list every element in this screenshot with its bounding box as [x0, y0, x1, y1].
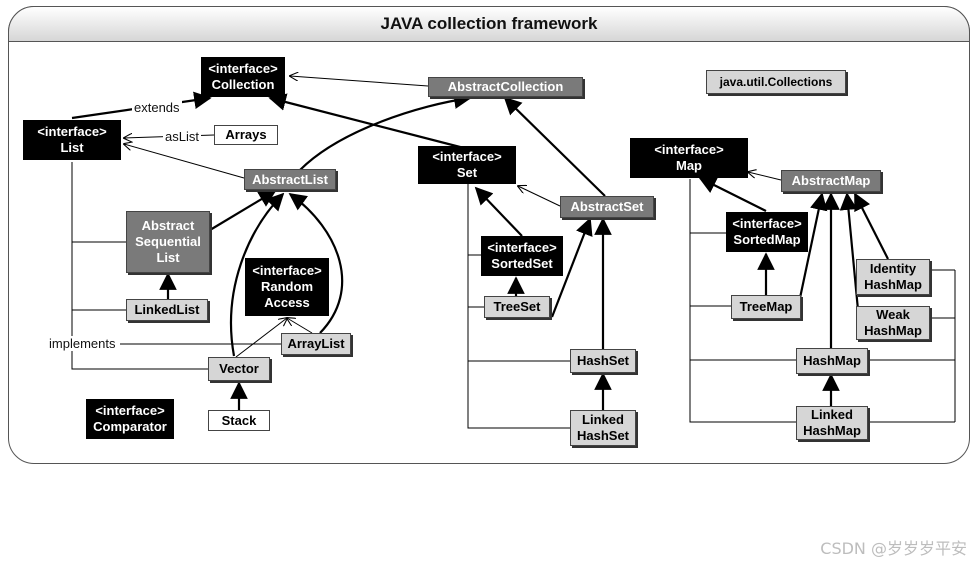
edge-abstractmap-map	[748, 172, 782, 181]
node-map-interface[interactable]: <interface> Map	[630, 138, 748, 178]
edge-arraylist-randomaccess	[287, 318, 313, 334]
node-name: LinkedList	[134, 302, 200, 317]
node-name: Sequential	[135, 234, 201, 249]
title-bar: JAVA collection framework	[8, 6, 970, 42]
node-name: List	[60, 140, 84, 155]
interface-stereotype: <interface>	[654, 142, 724, 157]
edge-treemap-abstractmap	[798, 192, 828, 299]
node-abstract-collection[interactable]: AbstractCollection	[428, 77, 583, 97]
edge-set-collection	[268, 93, 465, 150]
interface-stereotype: <interface>	[208, 61, 278, 76]
node-name: Map	[676, 158, 702, 173]
node-name: HashMap	[864, 277, 922, 292]
extends-label: extends	[132, 100, 182, 115]
node-name: SortedSet	[491, 256, 553, 271]
node-name: Access	[264, 295, 310, 310]
node-name: Random	[261, 279, 313, 294]
node-hash-map[interactable]: HashMap	[796, 348, 868, 374]
node-name: Set	[456, 165, 478, 180]
edge-vector-abstractlist	[229, 192, 285, 357]
node-linked-hash-map[interactable]: Linked HashMap	[796, 406, 868, 440]
edge-abstractset-abstractcollection	[503, 96, 606, 197]
node-name: AbstractMap	[791, 173, 871, 188]
node-tree-set[interactable]: TreeSet	[484, 296, 550, 318]
node-name: AbstractCollection	[447, 79, 564, 94]
implements-label: implements	[47, 336, 118, 351]
node-linked-list[interactable]: LinkedList	[126, 299, 208, 321]
node-name: Abstract	[141, 218, 195, 233]
node-name: AbstractList	[252, 171, 328, 187]
node-hash-set[interactable]: HashSet	[570, 349, 636, 373]
node-vector[interactable]: Vector	[208, 357, 270, 381]
diagram-title: JAVA collection framework	[380, 14, 598, 33]
node-sorted-set-interface[interactable]: <interface> SortedSet	[481, 236, 563, 276]
node-comparator-interface[interactable]: <interface> Comparator	[86, 399, 174, 439]
watermark: CSDN @岁岁岁平安	[820, 539, 967, 558]
node-name: HashSet	[576, 428, 630, 443]
node-name: AbstractSet	[570, 199, 644, 214]
node-name: Linked	[582, 412, 624, 427]
node-tree-map[interactable]: TreeMap	[731, 295, 801, 319]
node-name: TreeSet	[493, 299, 541, 314]
node-name: HashSet	[576, 353, 630, 368]
node-arrays[interactable]: Arrays	[214, 125, 278, 145]
node-sorted-map-interface[interactable]: <interface> SortedMap	[726, 212, 808, 252]
node-abstract-map[interactable]: AbstractMap	[781, 170, 881, 192]
node-name: HashMap	[803, 423, 861, 438]
edge-treeset-abstractset	[550, 217, 593, 318]
interface-stereotype: <interface>	[37, 124, 107, 139]
node-name: HashMap	[803, 353, 861, 368]
interface-stereotype: <interface>	[732, 216, 802, 231]
node-abstract-set[interactable]: AbstractSet	[560, 196, 654, 218]
node-name: HashMap	[864, 323, 922, 338]
edge-abstractset-set	[518, 186, 561, 207]
interface-stereotype: <interface>	[432, 149, 502, 164]
node-abstract-list[interactable]: AbstractList	[244, 169, 336, 190]
node-name: Comparator	[93, 419, 167, 434]
node-linked-hash-set[interactable]: Linked HashSet	[570, 410, 636, 446]
aslist-label: asList	[163, 129, 201, 144]
node-name: Collection	[211, 77, 275, 92]
node-java-util-collections[interactable]: java.util.Collections	[706, 70, 846, 94]
node-set-interface[interactable]: <interface> Set	[418, 146, 516, 184]
edge-sortedset-set	[474, 186, 523, 237]
edge-vector-randomaccess	[235, 318, 287, 358]
edge-sortedmap-map	[698, 177, 767, 212]
node-random-access-interface[interactable]: <interface> Random Access	[245, 258, 329, 316]
node-name: TreeMap	[739, 299, 793, 314]
node-array-list[interactable]: ArrayList	[281, 333, 351, 355]
node-list-interface[interactable]: <interface> List	[23, 120, 121, 160]
edge-identity-abstractmap	[854, 192, 889, 260]
interface-stereotype: <interface>	[487, 240, 557, 255]
node-identity-hash-map[interactable]: Identity HashMap	[856, 259, 930, 295]
edge-abstractlist-abstractcollection	[299, 91, 472, 171]
node-name: java.util.Collections	[719, 75, 833, 89]
node-stack[interactable]: Stack	[208, 410, 270, 431]
node-name: SortedMap	[733, 232, 801, 247]
node-abstract-sequential-list[interactable]: Abstract Sequential List	[126, 211, 210, 273]
edge-abstractlist-list	[124, 144, 245, 179]
node-name: ArrayList	[287, 336, 345, 351]
edge-abstractcollection-collection	[290, 76, 429, 87]
node-name: Vector	[219, 361, 259, 376]
interface-stereotype: <interface>	[252, 263, 322, 278]
node-name: Arrays	[225, 127, 267, 142]
edge-arraylist-abstractlist	[288, 192, 344, 334]
node-name: Weak	[876, 307, 910, 322]
node-name: Stack	[221, 412, 257, 428]
edge-abstractsequential-abstractlist	[209, 190, 277, 231]
list-implements-trunk	[71, 162, 208, 370]
node-name: Identity	[869, 261, 917, 276]
set-implements-trunk	[467, 184, 570, 429]
node-weak-hash-map[interactable]: Weak HashMap	[856, 306, 930, 340]
interface-stereotype: <interface>	[95, 403, 165, 418]
node-name: Linked	[811, 407, 853, 422]
node-name: List	[156, 250, 180, 265]
node-collection-interface[interactable]: <interface> Collection	[201, 57, 285, 97]
